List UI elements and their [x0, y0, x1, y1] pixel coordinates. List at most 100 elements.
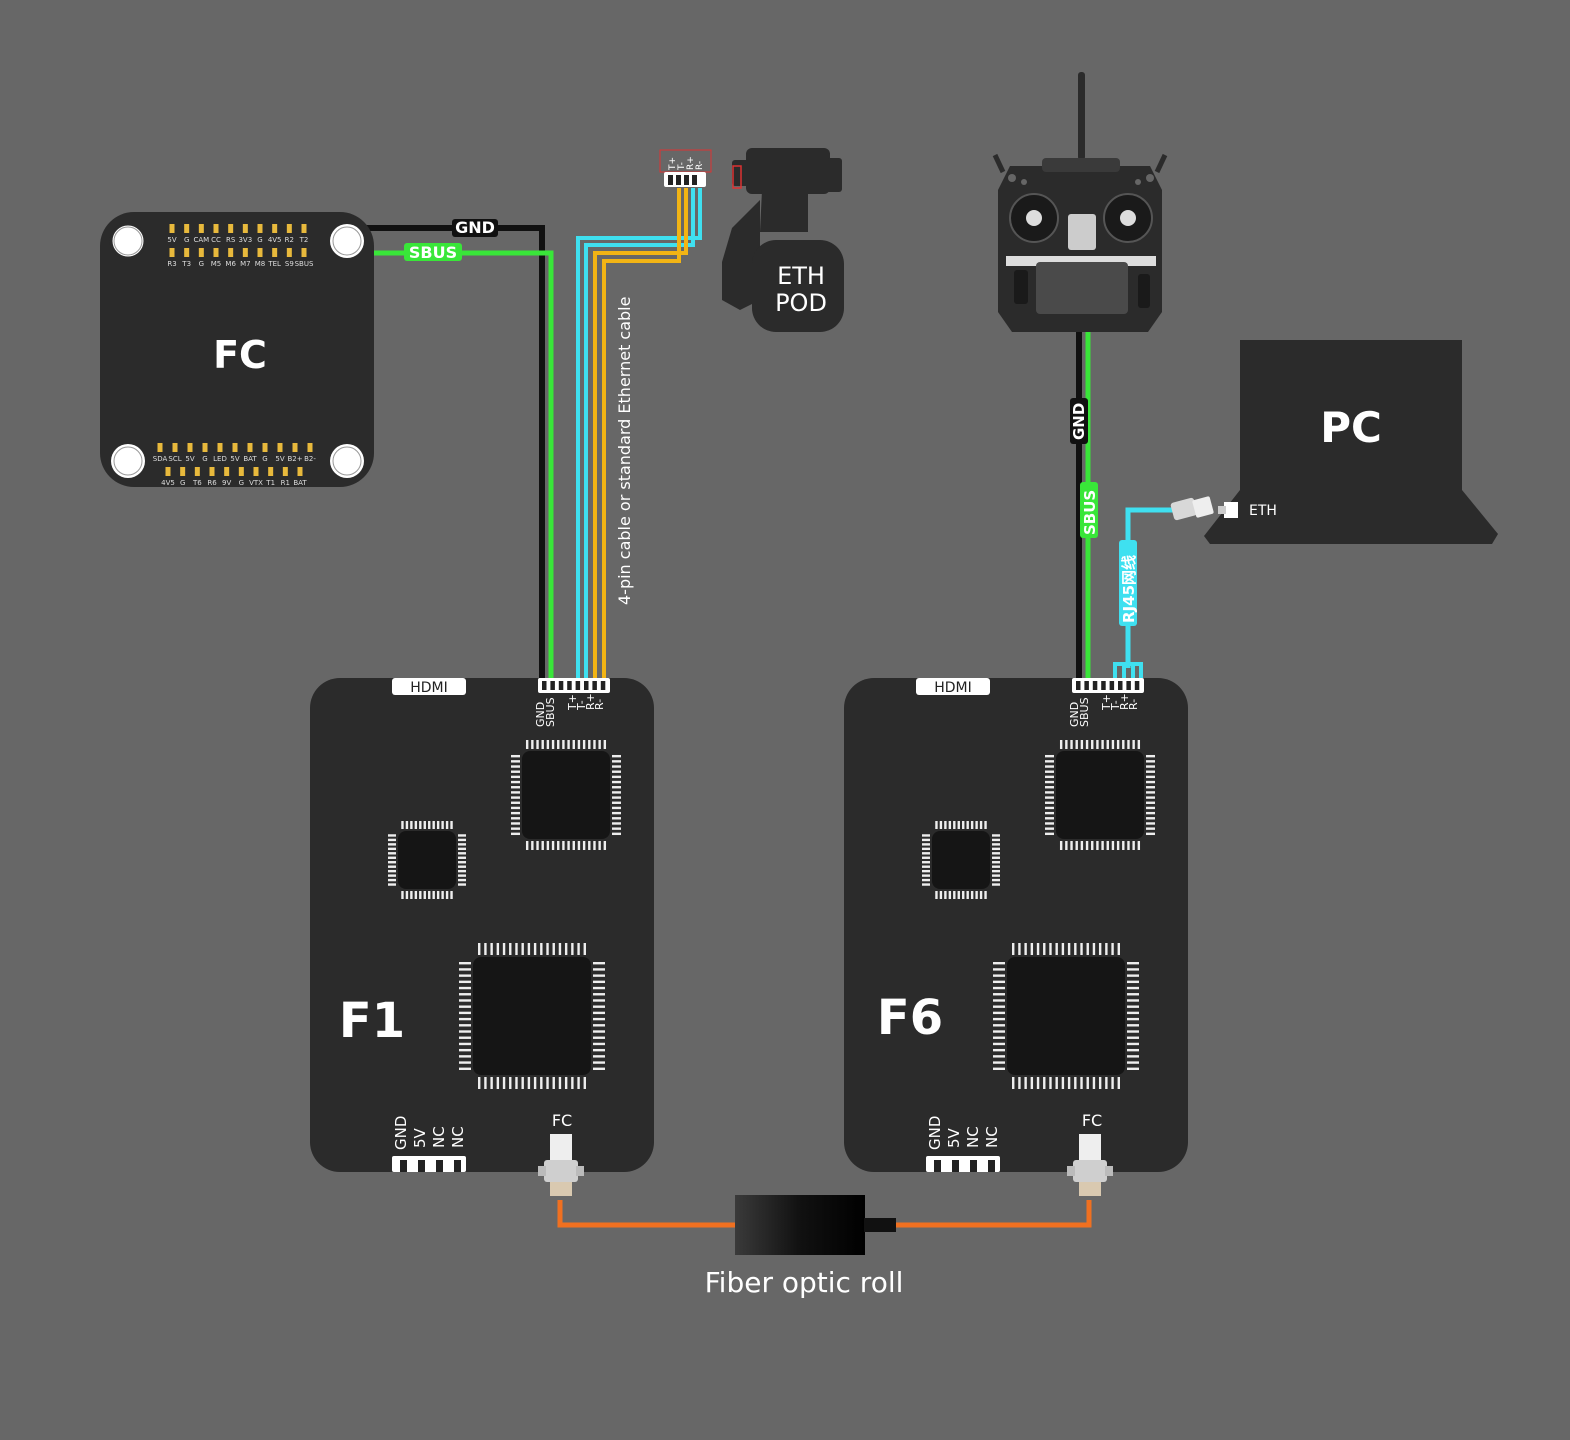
ic-pin [612, 796, 621, 799]
ic-pin [993, 1030, 1005, 1033]
connector-pin [970, 1160, 977, 1172]
ic-pin [1132, 740, 1135, 749]
pod-pin-label: R- [695, 161, 705, 170]
ic-pin [459, 1061, 471, 1064]
bottom-pin-label: 5V [411, 1127, 429, 1148]
ic-pin [551, 740, 555, 749]
connector-pin [1101, 681, 1106, 690]
ic-chip [1007, 957, 1125, 1075]
ic-pin [1127, 1017, 1139, 1021]
ic-pin [612, 806, 621, 810]
controller-screen [1036, 262, 1128, 314]
ic-pin [459, 1055, 471, 1058]
solder-pad [301, 248, 307, 257]
ic-pin [401, 891, 404, 899]
ic-pin [593, 1005, 605, 1008]
ic-pin [1106, 740, 1109, 749]
ic-pin [388, 861, 396, 864]
fc-pin-label: G [184, 236, 189, 244]
solder-pad [297, 467, 303, 476]
hdmi-port [392, 678, 466, 695]
ic-pin [944, 821, 947, 829]
ic-pin [612, 811, 621, 815]
ic-pin [405, 821, 409, 829]
solder-pad [301, 224, 307, 233]
ic-pin [572, 740, 575, 749]
ic-pin [511, 775, 520, 779]
ic-pin [957, 891, 960, 899]
ic-chip [398, 831, 456, 889]
ic-pin [414, 891, 418, 899]
ic-pin [1086, 1077, 1089, 1089]
ic-pin [1101, 841, 1104, 850]
ic-pin [1067, 1077, 1071, 1089]
ic-pin [1111, 943, 1114, 955]
ic-pin [1070, 740, 1073, 749]
top-pin-label: R+ [1118, 693, 1131, 710]
fc-pin-label: R6 [207, 479, 217, 487]
ic-pin [1146, 822, 1155, 825]
ic-pin [1012, 943, 1015, 955]
solder-pad [272, 224, 278, 233]
ic-pin [459, 1048, 471, 1052]
ic-pin [993, 968, 1005, 971]
ic-pin [1080, 740, 1084, 749]
pod-pin-label: T- [677, 162, 687, 171]
ic-pin [598, 740, 601, 749]
ic-pin [612, 760, 621, 763]
ic-pin [458, 834, 466, 837]
solder-pad [247, 443, 253, 452]
ic-pin [593, 740, 596, 749]
fc-pin-label: G [180, 479, 185, 487]
solder-pad [217, 443, 223, 452]
solder-pad [169, 248, 175, 257]
ic-pin [992, 874, 1000, 877]
pc-laptop: PC ETH [1170, 340, 1498, 544]
sbus-label-rc: SBUS [1081, 490, 1099, 535]
ic-pin [1024, 943, 1027, 955]
solder-pad [165, 467, 171, 476]
fc-pin-label: CC [211, 236, 221, 244]
ic-pin [458, 838, 466, 842]
ic-pin [511, 786, 520, 789]
bottom-pin-label: GND [392, 1116, 410, 1150]
ic-pin [993, 1042, 1005, 1046]
fc-pin-label: G [239, 479, 244, 487]
ic-pin [922, 869, 930, 873]
solder-pad [257, 224, 263, 233]
ic-pin [612, 754, 621, 758]
ic-pin [577, 1077, 580, 1089]
ic-pin [993, 1048, 1005, 1052]
ic-pin [612, 770, 621, 773]
ic-pin [948, 891, 952, 899]
connector-pin [600, 681, 606, 690]
connector-pin [550, 681, 555, 690]
ic-pin [562, 841, 565, 850]
ic-pin [993, 1017, 1005, 1021]
solder-pad [282, 467, 288, 476]
sbus-label-fc: SBUS [409, 243, 457, 262]
ic-pin [1127, 962, 1139, 965]
fc-pin-label: TEL [267, 260, 281, 268]
ic-pin [536, 740, 539, 749]
pod-connector-marker [732, 165, 742, 189]
ic-pin [593, 1067, 605, 1070]
ic-pin [593, 1055, 605, 1058]
ic-pin [1146, 806, 1155, 810]
ic-pin [478, 1077, 481, 1089]
fc-pin-label: G [202, 455, 207, 463]
ic-pin [593, 1024, 605, 1027]
ic-pin [436, 891, 440, 899]
ic-pin [992, 838, 1000, 842]
ic-pin [1049, 1077, 1052, 1089]
solder-pad [198, 248, 204, 257]
fc-solder-pads [157, 224, 313, 476]
ic-pin [1080, 841, 1084, 850]
ic-pin [922, 847, 930, 851]
fc-pin-label: M8 [255, 260, 266, 268]
ic-pin [458, 852, 466, 855]
fc-pin-label: R3 [167, 260, 176, 268]
f6-bottom-connector [926, 1156, 1000, 1172]
ic-pin [993, 974, 1005, 977]
